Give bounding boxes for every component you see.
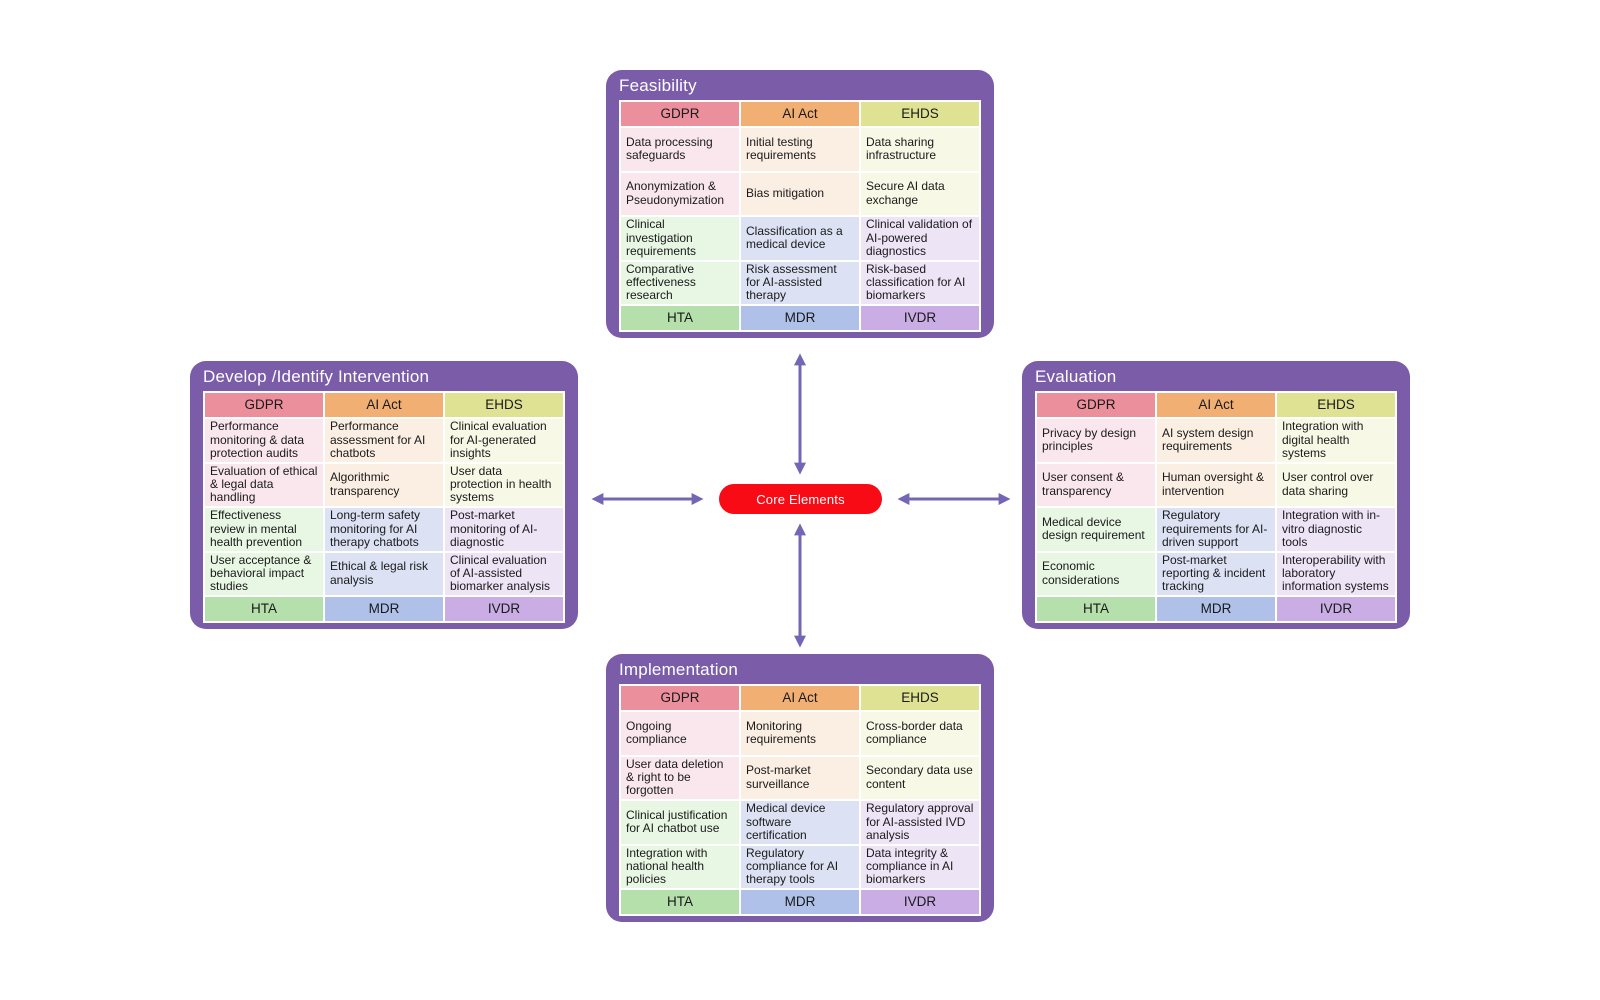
evaluation-cell-r2-c3: User control over data sharing <box>1277 463 1395 506</box>
evaluation-footer-header-hta: HTA <box>1037 597 1155 621</box>
develop-column-header-gdpr: GDPR <box>205 393 323 417</box>
feasibility-footer-header-hta: HTA <box>621 306 739 330</box>
develop-cell-r3-c3: Post-market monitoring of AI-diagnostic <box>445 508 563 551</box>
develop-cell-r2-c3: User data protection in health systems <box>445 463 563 506</box>
evaluation-cell-r3-c3: Integration with in-vitro diagnostic too… <box>1277 508 1395 551</box>
evaluation-cell-r1-c1: Privacy by design principles <box>1037 419 1155 462</box>
implementation-cell-r4-c1: Integration with national health policie… <box>621 845 739 888</box>
develop-footer-header-ivdr: IVDR <box>445 597 563 621</box>
feasibility-cell-r1-c1: Data processing safeguards <box>621 128 739 171</box>
evaluation-cell-r1-c3: Integration with digital health systems <box>1277 419 1395 462</box>
evaluation-footer-header-ivdr: IVDR <box>1277 597 1395 621</box>
panel-title-evaluation: Evaluation <box>1035 367 1117 386</box>
implementation-footer-header-ivdr: IVDR <box>861 890 979 914</box>
implementation-cell-r2-c3: Secondary data use content <box>861 756 979 799</box>
implementation-cell-r2-c2: Post-market surveillance <box>741 756 859 799</box>
evaluation-cell-r4-c3: Interoperability with laboratory informa… <box>1277 552 1395 595</box>
develop-cell-r2-c1: Evaluation of ethical & legal data handl… <box>205 463 323 506</box>
evaluation-cell-r4-c2: Post-market reporting & incident trackin… <box>1157 552 1275 595</box>
implementation-cell-r4-c3: Data integrity & compliance in AI biomar… <box>861 845 979 888</box>
develop-cell-r4-c2: Ethical & legal risk analysis <box>325 552 443 595</box>
develop-column-header-ai-act: AI Act <box>325 393 443 417</box>
evaluation-column-header-gdpr: GDPR <box>1037 393 1155 417</box>
feasibility-footer-header-ivdr: IVDR <box>861 306 979 330</box>
feasibility-cell-r4-c1: Comparative effectiveness research <box>621 261 739 304</box>
implementation-cell-r3-c3: Regulatory approval for AI-assisted IVD … <box>861 801 979 844</box>
feasibility-column-header-ai-act: AI Act <box>741 102 859 126</box>
evaluation-cell-r4-c1: Economic considerations <box>1037 552 1155 595</box>
implementation-cell-r1-c2: Monitoring requirements <box>741 712 859 755</box>
feasibility-cell-r4-c2: Risk assessment for AI-assisted therapy <box>741 261 859 304</box>
implementation-column-header-gdpr: GDPR <box>621 686 739 710</box>
implementation-cell-r1-c1: Ongoing compliance <box>621 712 739 755</box>
feasibility-cell-r1-c3: Data sharing infrastructure <box>861 128 979 171</box>
evaluation-cell-r3-c1: Medical device design requirement <box>1037 508 1155 551</box>
implementation-footer-header-mdr: MDR <box>741 890 859 914</box>
feasibility-cell-r3-c3: Clinical validation of AI-powered diagno… <box>861 217 979 260</box>
evaluation-cell-r2-c1: User consent & transparency <box>1037 463 1155 506</box>
feasibility-cell-r1-c2: Initial testing requirements <box>741 128 859 171</box>
evaluation-column-header-ehds: EHDS <box>1277 393 1395 417</box>
evaluation-cell-r3-c2: Regulatory requirements for AI-driven su… <box>1157 508 1275 551</box>
implementation-column-header-ehds: EHDS <box>861 686 979 710</box>
develop-cell-r4-c3: Clinical evaluation of AI-assisted bioma… <box>445 552 563 595</box>
implementation-cell-r4-c2: Regulatory compliance for AI therapy too… <box>741 845 859 888</box>
feasibility-cell-r2-c1: Anonymization & Pseudonymization <box>621 172 739 215</box>
implementation-cell-r3-c1: Clinical justification for AI chatbot us… <box>621 801 739 844</box>
develop-cell-r2-c2: Algorithmic transparency <box>325 463 443 506</box>
panel-title-feasibility: Feasibility <box>619 76 697 95</box>
evaluation-cell-r2-c2: Human oversight & intervention <box>1157 463 1275 506</box>
feasibility-footer-header-mdr: MDR <box>741 306 859 330</box>
feasibility-cell-r3-c1: Clinical investigation requirements <box>621 217 739 260</box>
evaluation-footer-header-mdr: MDR <box>1157 597 1275 621</box>
core-elements-label: Core Elements <box>756 491 845 507</box>
feasibility-cell-r3-c2: Classification as a medical device <box>741 217 859 260</box>
implementation-cell-r1-c3: Cross-border data compliance <box>861 712 979 755</box>
develop-cell-r1-c1: Performance monitoring & data protection… <box>205 419 323 462</box>
panel-title-develop-identify-intervention: Develop /Identify Intervention <box>203 367 430 386</box>
develop-cell-r3-c1: Effectiveness review in mental health pr… <box>205 508 323 551</box>
core-elements-node: Core Elements <box>719 484 882 514</box>
develop-footer-header-mdr: MDR <box>325 597 443 621</box>
evaluation-column-header-ai-act: AI Act <box>1157 393 1275 417</box>
implementation-footer-header-hta: HTA <box>621 890 739 914</box>
develop-cell-r1-c2: Performance assessment for AI chatbots <box>325 419 443 462</box>
develop-column-header-ehds: EHDS <box>445 393 563 417</box>
feasibility-column-header-ehds: EHDS <box>861 102 979 126</box>
implementation-cell-r3-c2: Medical device software certification <box>741 801 859 844</box>
panel-title-implementation: Implementation <box>619 660 739 679</box>
feasibility-cell-r2-c3: Secure AI data exchange <box>861 172 979 215</box>
feasibility-cell-r2-c2: Bias mitigation <box>741 172 859 215</box>
feasibility-column-header-gdpr: GDPR <box>621 102 739 126</box>
evaluation-cell-r1-c2: AI system design requirements <box>1157 419 1275 462</box>
implementation-column-header-ai-act: AI Act <box>741 686 859 710</box>
develop-cell-r1-c3: Clinical evaluation for AI-generated ins… <box>445 419 563 462</box>
develop-footer-header-hta: HTA <box>205 597 323 621</box>
develop-cell-r3-c2: Long-term safety monitoring for AI thera… <box>325 508 443 551</box>
feasibility-cell-r4-c3: Risk-based classification for AI biomark… <box>861 261 979 304</box>
develop-cell-r4-c1: User acceptance & behavioral impact stud… <box>205 552 323 595</box>
implementation-cell-r2-c1: User data deletion & right to be forgott… <box>621 756 739 799</box>
